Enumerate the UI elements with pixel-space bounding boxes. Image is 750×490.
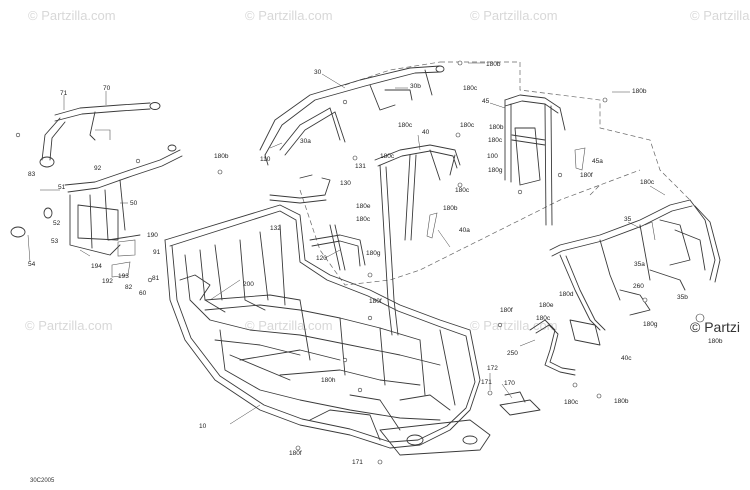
callout-label: 180b [489, 124, 504, 131]
callout-label: 71 [60, 90, 68, 97]
leader-lines [27, 62, 666, 425]
callout-label: 132 [270, 225, 281, 232]
callout-label: 35a [634, 261, 645, 268]
callout-label: 130 [340, 180, 351, 187]
callout-label: 180c [398, 122, 413, 129]
callout-label: 171 [352, 459, 363, 466]
callout-label: 83 [28, 171, 36, 178]
callout-label: 260 [633, 283, 644, 290]
callout-label: 180b [486, 61, 501, 68]
callout-label: 192 [102, 278, 113, 285]
callout-label: 180c [488, 137, 503, 144]
callout-label: 35b [677, 294, 688, 301]
callout-label: 54 [28, 261, 36, 268]
callout-label: 82 [125, 284, 133, 291]
callout-label: 131 [355, 163, 366, 170]
side-bars [269, 174, 366, 271]
callout-label: 180f [500, 307, 513, 314]
callout-label: 52 [53, 220, 61, 227]
watermark-text: © Partzilla.com [690, 8, 750, 23]
callout-label: 70 [103, 85, 111, 92]
callout-label: 170 [504, 380, 515, 387]
front-bumper [10, 144, 183, 278]
callout-label: 120 [316, 255, 327, 262]
callout-label: 180b [632, 88, 647, 95]
roll-cage-middle [374, 144, 461, 336]
watermark-text: © Partzilla.com [25, 318, 113, 333]
callout-label: 81 [152, 275, 160, 282]
callout-label: 180d [559, 291, 574, 298]
callout-label: 180e [539, 302, 554, 309]
callout-label: 180c [455, 187, 470, 194]
callout-label: 190 [147, 232, 158, 239]
callout-label: 91 [153, 249, 161, 256]
callout-label: 180c [356, 216, 371, 223]
callout-label: 250 [507, 350, 518, 357]
watermark-text: © Partzilla.com [245, 318, 333, 333]
callout-label: 180c [564, 399, 579, 406]
watermark-text: © Partzilla.com [470, 318, 558, 333]
callout-label: 45 [482, 98, 490, 105]
callout-label: 180c [460, 122, 475, 129]
callout-label: 51 [58, 184, 66, 191]
callout-label: 200 [243, 281, 254, 288]
callout-label: 30b [410, 83, 421, 90]
callout-label: 180f [289, 450, 302, 457]
callout-labels: 30 180b 30b 180c 45 180b 71 70 180c 180c… [28, 61, 723, 466]
callout-label: 180c [380, 153, 395, 160]
fasteners [15, 60, 705, 465]
callout-label: 193 [118, 273, 129, 280]
callout-label: 100 [487, 153, 498, 160]
callout-label: 92 [94, 165, 102, 172]
callout-label: 172 [487, 365, 498, 372]
dashed-outline [299, 61, 691, 286]
callout-label: 110 [260, 156, 271, 163]
callout-label: 180b [614, 398, 629, 405]
watermark-text: © Partzilla.com [470, 8, 558, 23]
callout-label: 180f [580, 172, 593, 179]
callout-label: 180g [643, 321, 658, 328]
roll-cage-top [259, 65, 445, 166]
callout-label: 45a [592, 158, 603, 165]
callout-label: 60 [139, 290, 147, 297]
watermark-text: © Partzilla.com [28, 8, 116, 23]
callout-label: 40c [621, 355, 632, 362]
callout-label: 180f [369, 298, 382, 305]
callout-label: 35 [624, 216, 632, 223]
rear-bumper [549, 199, 721, 346]
callout-label: 180g [488, 167, 503, 174]
callout-label: 180c [640, 179, 655, 186]
front-bar [39, 102, 161, 168]
callout-label: 53 [51, 238, 59, 245]
figure-code: 30C2005 [30, 478, 55, 484]
callout-label: 180c [463, 85, 478, 92]
bracket-170 [499, 391, 541, 416]
callout-label: 40 [422, 129, 430, 136]
callout-label: 30a [300, 138, 311, 145]
watermark-text-corner: © Partzi [690, 319, 740, 335]
callout-label: 180b [708, 338, 723, 345]
watermark-text: © Partzilla.com [245, 8, 333, 23]
callout-label: 50 [130, 200, 138, 207]
callout-label: 180c [536, 315, 551, 322]
callout-label: 10 [199, 423, 207, 430]
rear-lower-bar [529, 319, 576, 376]
callout-label: 180g [366, 250, 381, 257]
callout-label: 180h [321, 377, 336, 384]
callout-label: 180b [214, 153, 229, 160]
callout-label: 171 [481, 379, 492, 386]
roll-cage-rear [504, 94, 586, 226]
callout-label: 180b [443, 205, 458, 212]
callout-label: 40a [459, 227, 470, 234]
main-frame [164, 204, 491, 456]
callout-label: 30 [314, 69, 322, 76]
callout-label: 194 [91, 263, 102, 270]
callout-label: 180e [356, 203, 371, 210]
watermarks: © Partzilla.com © Partzilla.com © Partzi… [25, 8, 750, 335]
